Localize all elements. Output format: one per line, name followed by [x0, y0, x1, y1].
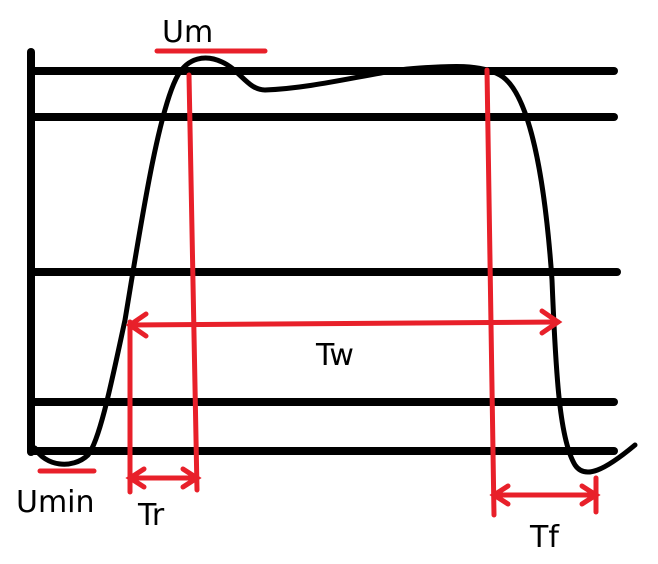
pulse-waveform — [32, 55, 638, 475]
label-umin: Umin — [16, 485, 95, 520]
label-tf: Tf — [529, 520, 560, 555]
tf-start-line — [484, 67, 497, 518]
annotations — [37, 48, 601, 518]
tr-arrow — [125, 466, 202, 490]
label-um: Um — [162, 15, 213, 50]
label-tr: Tr — [137, 498, 165, 533]
label-tw: Tw — [315, 338, 354, 373]
tr-end-line — [186, 72, 200, 493]
tw-arrow — [125, 308, 563, 339]
tf-arrow — [489, 483, 601, 507]
